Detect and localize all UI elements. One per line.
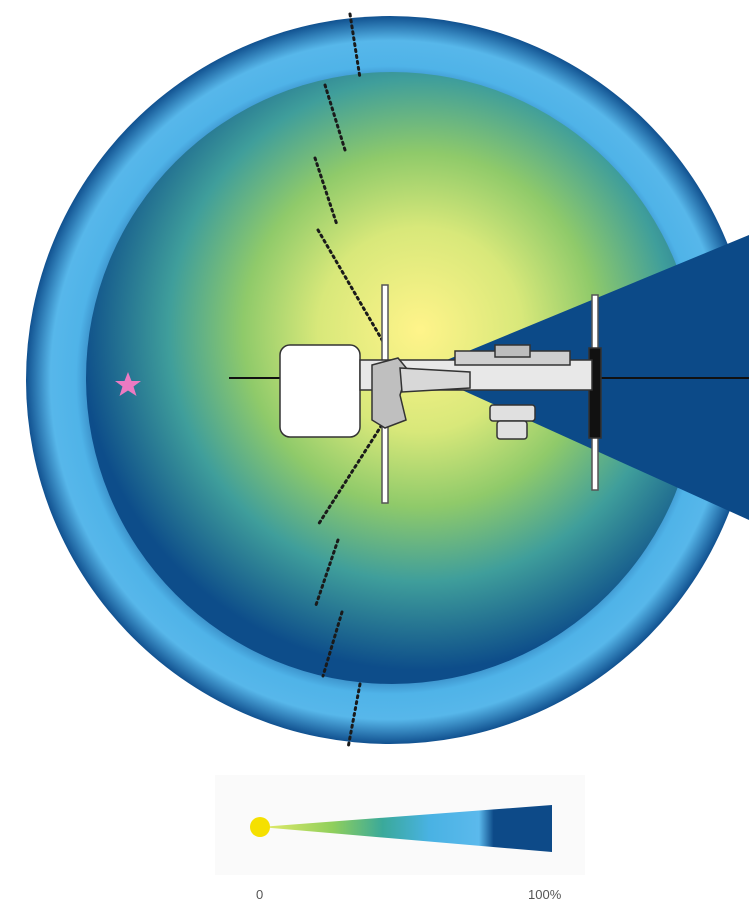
scale-origin-marker bbox=[250, 817, 270, 837]
scale-max-label: 100% bbox=[528, 887, 562, 902]
scale-wedge bbox=[260, 805, 552, 852]
visibility-boundary bbox=[313, 12, 387, 750]
star-icon bbox=[115, 372, 141, 396]
machine-top-view bbox=[279, 284, 602, 504]
color-scale-legend bbox=[215, 775, 585, 875]
scale-min-label: 0 bbox=[256, 887, 264, 902]
